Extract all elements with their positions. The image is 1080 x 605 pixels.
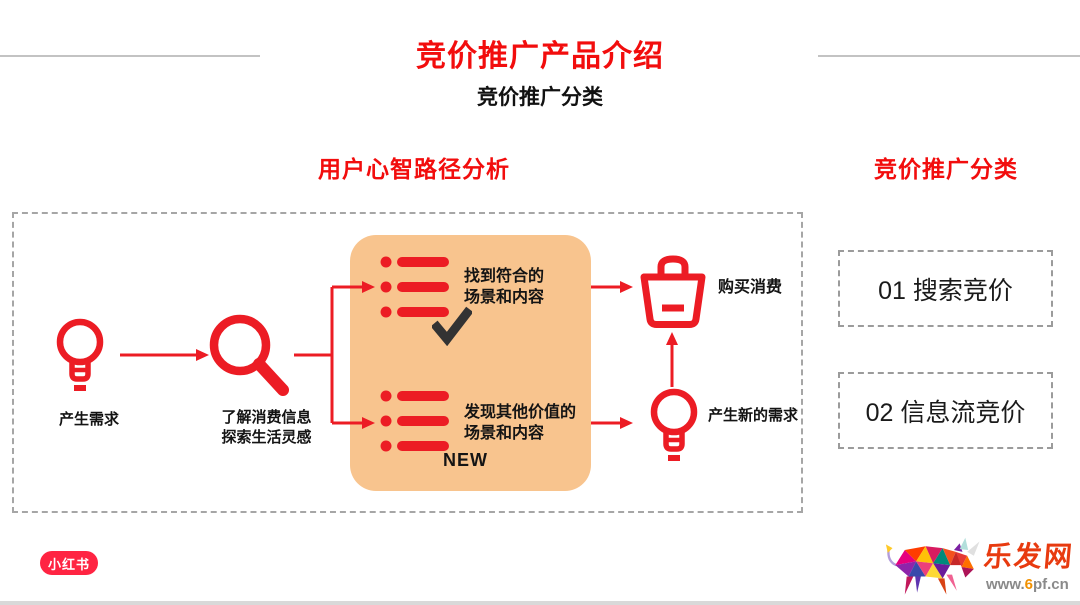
list-icon: [380, 256, 449, 318]
purchase-label: 购买消费: [718, 279, 783, 296]
watermark-site-name: 乐发网: [982, 541, 1076, 572]
page-subtitle: 竞价推广分类: [477, 86, 603, 109]
search-icon: [209, 314, 289, 396]
checkmark-icon: [432, 306, 472, 346]
ox-logo: [885, 537, 980, 595]
list-icon: [380, 390, 449, 452]
watermark-site-url: www.6pf.cn: [986, 576, 1069, 593]
page-title: 竞价推广产品介绍: [416, 40, 664, 73]
category-box-feed-bidding: 02 信息流竞价: [838, 372, 1053, 449]
step1-label: 产生需求: [58, 411, 119, 428]
flow-connectors: [120, 281, 678, 429]
new-badge: NEW: [443, 450, 488, 470]
branch-top-line2: 场景和内容: [464, 289, 545, 306]
url-suffix: pf.cn: [1032, 576, 1069, 593]
branch-bottom-line1: 发现其他价值的: [464, 404, 577, 421]
step2-label: 了解消费信息 探索生活灵感: [194, 408, 339, 448]
xiaohongshu-logo: 小红书: [40, 551, 98, 575]
lightbulb-icon: [56, 318, 104, 391]
header-divider-left: [0, 55, 260, 57]
branch-top-label: 找到符合的 场景和内容: [464, 266, 584, 308]
flow-diagram-box: 产生需求 了解消费信息 探索生活灵感 找到符合的 场景和内容: [12, 212, 803, 513]
section-title-user-path: 用户心智路径分析: [318, 156, 510, 182]
shopping-bag-icon: [640, 255, 706, 328]
category-label: 01 搜索竞价: [878, 276, 1013, 305]
step2-label-line1: 了解消费信息: [221, 409, 312, 426]
new-need-label: 产生新的需求: [708, 407, 799, 424]
branch-bottom-line2: 场景和内容: [464, 425, 545, 442]
url-prefix: www.: [986, 576, 1025, 593]
xiaohongshu-logo-text: 小红书: [47, 556, 90, 572]
branch-bottom-label: 发现其他价值的 场景和内容: [464, 402, 589, 444]
bottom-edge-bar: [0, 601, 1080, 605]
step2-label-line2: 探索生活灵感: [221, 429, 312, 446]
header-divider-right: [818, 55, 1080, 57]
url-six: 6: [1024, 576, 1033, 593]
category-box-search-bidding: 01 搜索竞价: [838, 250, 1053, 327]
section-title-categories: 竞价推广分类: [874, 156, 1018, 182]
branch-top-line1: 找到符合的: [464, 268, 545, 285]
category-label: 02 信息流竞价: [865, 398, 1026, 427]
lightbulb-icon: [650, 388, 698, 461]
